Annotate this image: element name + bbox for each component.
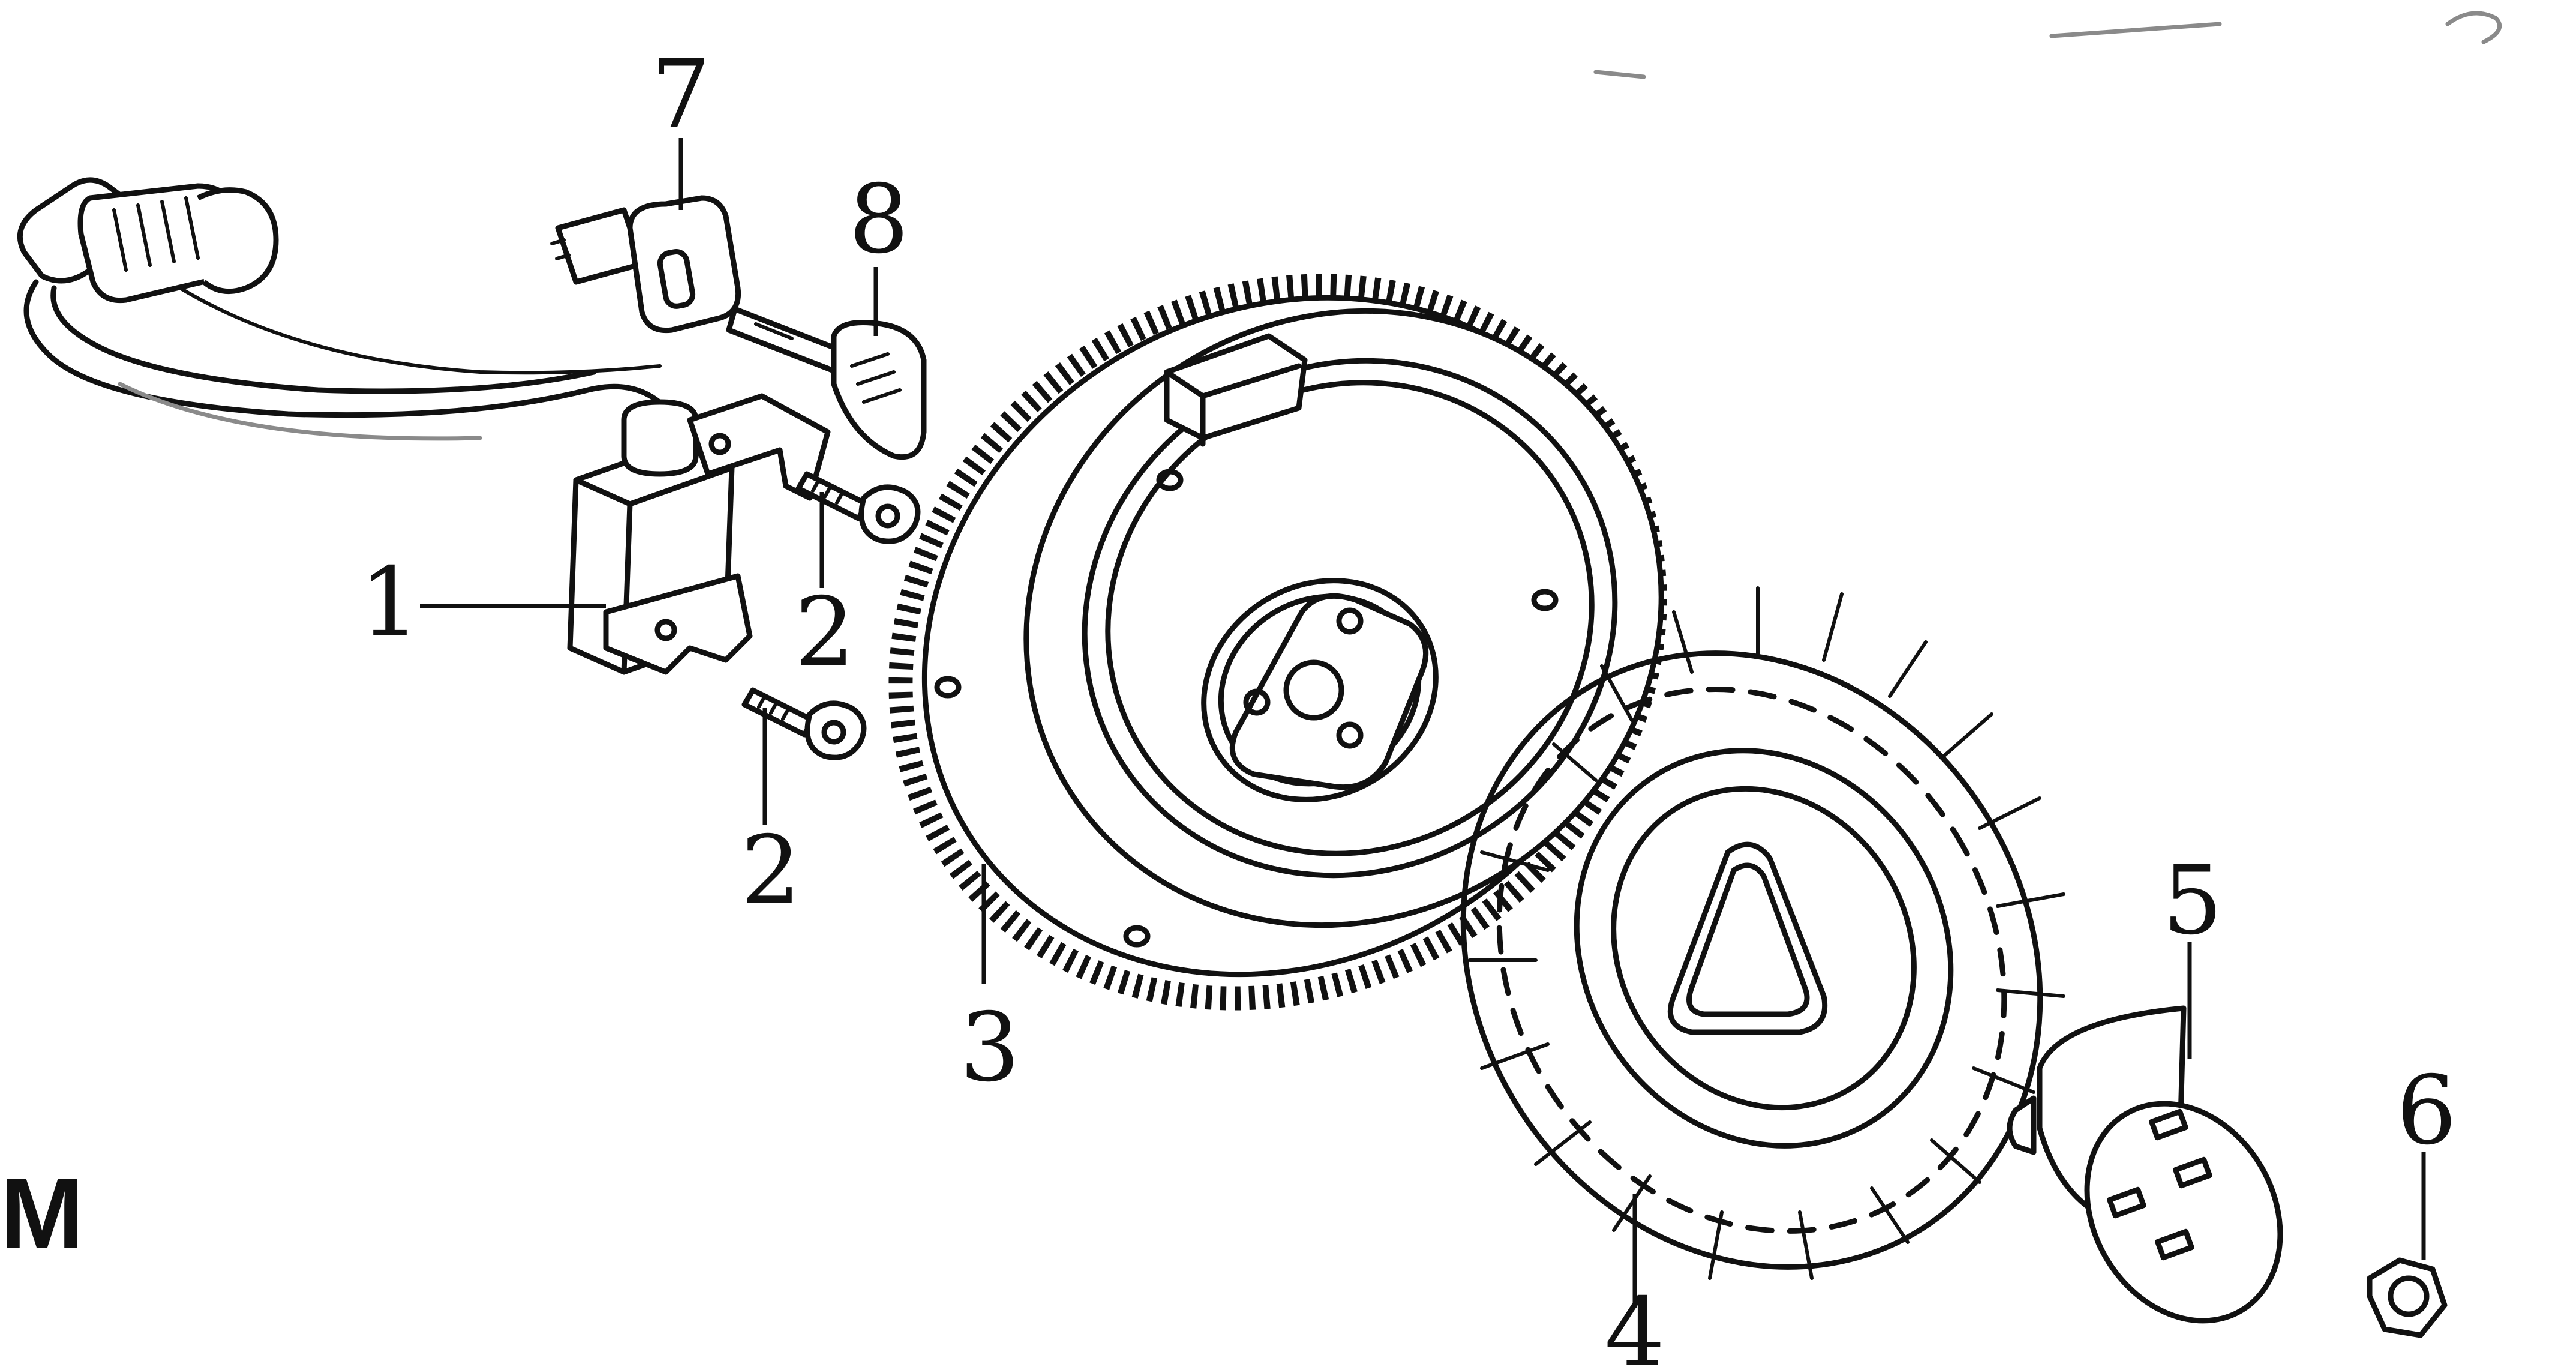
section-letter: M [0, 1157, 84, 1270]
callout-8: 8 [849, 164, 909, 275]
key-icon [726, 306, 927, 460]
starter-cup-icon [2007, 1005, 2283, 1324]
flywheel-nut-icon [2367, 1257, 2448, 1338]
callout-3: 3 [960, 993, 1020, 1103]
bolt-icon [741, 687, 867, 760]
ignition-switch-icon [550, 195, 741, 334]
scan-artifacts [1593, 11, 2502, 79]
flywheel-icon [888, 274, 1667, 1011]
callout-5: 5 [2163, 846, 2223, 956]
callout-2a: 2 [795, 577, 855, 688]
ignition-coil-icon [17, 177, 831, 675]
callout-7: 7 [651, 40, 711, 150]
bolt-icon [795, 471, 921, 544]
callout-2b: 2 [741, 816, 801, 926]
callout-1: 1 [360, 547, 421, 658]
callout-6: 6 [2397, 1056, 2457, 1166]
callout-4: 4 [1605, 1278, 1665, 1370]
cooling-fan-icon [1460, 586, 2065, 1280]
